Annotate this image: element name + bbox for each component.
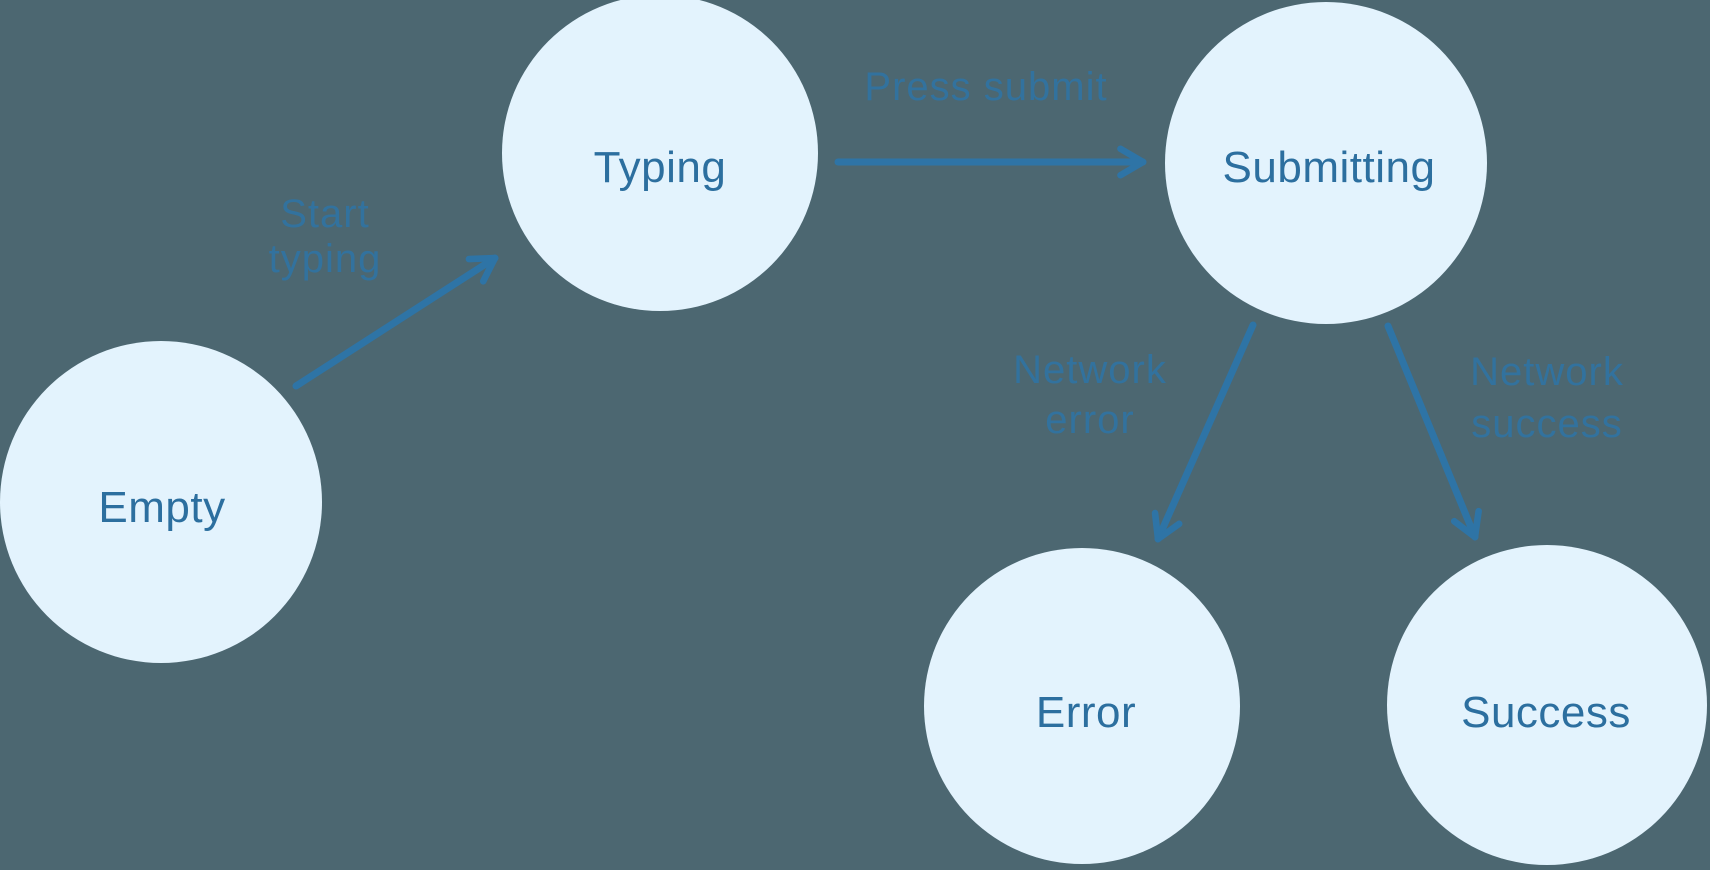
edge-submitting-error-line <box>1151 321 1257 543</box>
node-submitting-circle <box>1165 2 1487 324</box>
node-error-label: Error <box>1036 688 1136 737</box>
node-error: Error <box>924 548 1240 864</box>
edge-label-start-typing-line1: Start <box>280 192 369 236</box>
edge-label-press-submit: Press submit <box>864 65 1107 109</box>
edge-submitting-success-line <box>1384 322 1482 541</box>
edge-label-network-success-line1: Network <box>1470 350 1624 394</box>
node-typing-label: Typing <box>594 143 727 192</box>
node-error-circle <box>924 548 1240 864</box>
edge-submitting-error: Network error <box>1013 321 1257 543</box>
node-success-label: Success <box>1461 688 1631 737</box>
edge-empty-typing-line <box>292 254 499 390</box>
node-empty: Empty <box>0 341 322 663</box>
node-empty-label: Empty <box>98 483 225 532</box>
node-empty-circle <box>0 341 322 663</box>
node-typing: Typing <box>502 0 818 311</box>
node-success: Success <box>1387 545 1707 865</box>
edge-typing-submitting: Press submit <box>834 65 1147 179</box>
edge-label-network-error-line2: error <box>1045 398 1134 442</box>
edge-label-network-success-line2: success <box>1471 402 1623 446</box>
edge-label-network-error-line1: Network <box>1013 348 1167 392</box>
node-submitting: Submitting <box>1165 2 1487 324</box>
node-success-circle <box>1387 545 1707 865</box>
edge-empty-typing: Start typing <box>269 192 499 390</box>
node-typing-circle <box>502 0 818 311</box>
edge-submitting-success: Network success <box>1384 322 1624 541</box>
node-submitting-label: Submitting <box>1223 143 1436 192</box>
edge-label-start-typing-line2: typing <box>269 237 382 281</box>
